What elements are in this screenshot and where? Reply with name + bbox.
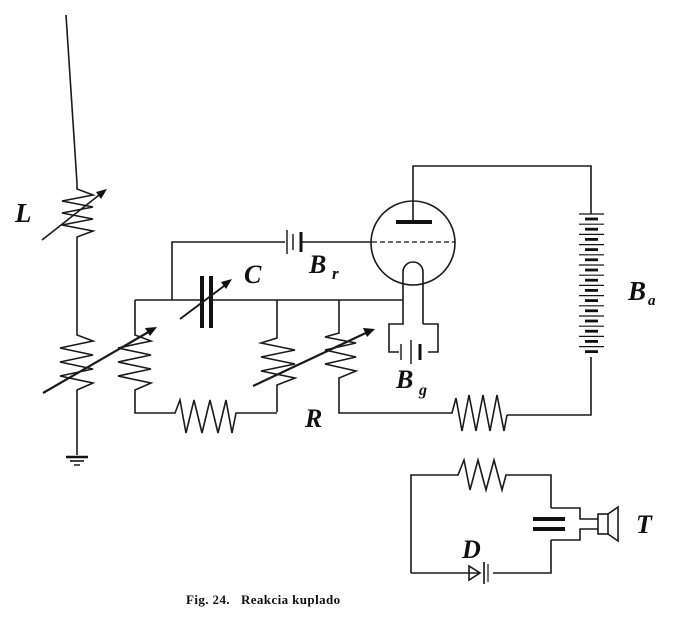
coupling-arrowhead [145,327,157,336]
coupling-arrow-shaft [42,329,153,394]
triode-filament [402,261,424,324]
figure-caption: Fig. 24. Reakcia kuplado [186,592,341,607]
label-T: T [636,510,653,539]
detector-diode-icon [468,562,489,584]
inductor-L-arrowhead [96,189,107,199]
reaction-battery-Br [286,230,303,254]
reaction-branch-wire [171,241,285,300]
anode-battery-Ba [579,213,604,354]
label-Br-subscript: r [332,264,339,283]
ground-icon [66,455,88,466]
middle-coil-left [257,300,298,412]
coupling-coil-right [117,300,154,412]
middle-coil-arrow-shaft [252,330,371,387]
label-Br: B [308,250,326,279]
anode-battery-lower-wire [507,357,592,416]
label-D: D [461,535,481,564]
antenna-wire [65,14,78,184]
label-R: R [304,404,322,433]
left-loop-bottom-wire [134,397,277,434]
label-L: L [14,198,32,228]
inductor-L [61,183,96,240]
label-Ba: B [627,276,646,306]
label-Bg: B [395,365,413,394]
resistor-R [338,394,508,432]
detector-loop-lower [411,540,552,574]
capacitor-to-telephone [551,507,598,541]
filament-battery-wires [388,300,439,353]
label-Bg-subscript: g [418,382,427,399]
coupling-coil-left [59,330,96,394]
capacitor-C-arrow-shaft [179,282,229,320]
inductor-L-arrow-shaft [41,191,104,241]
telephone-icon [597,505,619,543]
label-C: C [244,260,262,289]
label-Ba-subscript: a [648,293,656,309]
detector-loop-wire [410,456,552,573]
capacitor-C-arrowhead [221,279,232,289]
middle-coil-arrowhead [363,328,375,337]
middle-coil-right [324,300,359,412]
anode-wire [412,165,592,222]
filament-battery-Bg [400,340,422,364]
